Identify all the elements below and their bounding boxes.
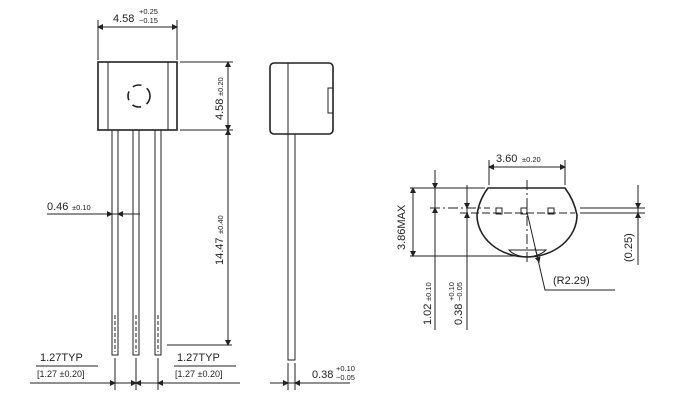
svg-text:±0.10: ±0.10 [72,203,91,212]
leads [111,129,162,356]
front-view: 4.58 +0.25 −0.15 4.58 ±0.20 14.47 ±0.40 … [30,7,240,390]
lead-length-dim: 14.47 [214,237,226,265]
svg-text:−0.15: −0.15 [139,16,158,25]
pitch-left-dim: 1.27TYP [40,352,83,364]
offset-2-dim: 0.38 [453,304,465,325]
body-height-dim: 4.58 [214,99,226,120]
svg-text:±0.40: ±0.40 [216,215,225,234]
svg-text:−0.05: −0.05 [336,373,355,382]
svg-text:[1.27 ±0.20]: [1.27 ±0.20] [175,369,222,379]
flat-width-dim: 3.60 [496,153,517,165]
small-dim: (0.25) [623,233,635,262]
offset-1-dim: 1.02 [422,304,434,325]
width-dim: 4.58 [113,13,134,25]
radius-dim: (R2.29) [553,275,590,287]
svg-text:±0.10: ±0.10 [424,282,433,301]
pin1-marker-circle [127,84,151,108]
pitch-right-dim: 1.27TYP [177,352,220,364]
svg-text:+0.10: +0.10 [336,364,355,373]
svg-text:[1.27 ±0.20]: [1.27 ±0.20] [37,369,84,379]
svg-text:−0.05: −0.05 [455,282,464,301]
lead-width-dim: 0.46 [47,201,68,213]
side-view: 0.38 +0.10 −0.05 [269,62,355,390]
svg-text:±0.20: ±0.20 [216,77,225,96]
side-lead [287,133,296,361]
side-tab [327,87,334,114]
lead-thickness-dim: 0.38 [312,369,333,381]
bottom-view: 3.60 ±0.20 3.86MAX 1.02 ±0.10 0.38 +0.10… [396,153,645,330]
front-body [97,61,178,131]
svg-text:+0.25: +0.25 [139,7,158,16]
side-body [269,62,334,135]
height-max-dim: 3.86MAX [396,204,408,250]
svg-text:±0.20: ±0.20 [522,155,541,164]
svg-text:+0.10: +0.10 [447,282,456,301]
